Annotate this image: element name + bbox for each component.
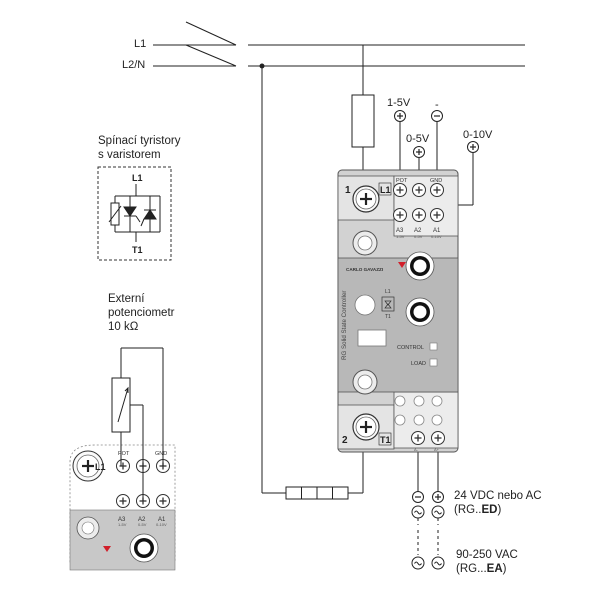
junction-dot [259,63,265,69]
inset-pot-screw-icon[interactable] [115,458,131,474]
supply-minus-screw-icon[interactable] [410,430,426,446]
control-terminal-screw-icon[interactable] [411,182,427,198]
ac-supply-tilde-icon [431,556,445,570]
pot-title-line3: 10 kΩ [108,321,139,333]
load-led [429,358,438,367]
input-0-5v-label: 0-5V [406,133,430,145]
gnd-terminal-label: GND [430,178,442,184]
a3-terminal-screw-icon[interactable] [392,207,408,223]
load-resistor [285,486,349,500]
pot-title-line2: potenciometr [108,307,175,319]
thyristor-chip-icon [381,296,395,312]
a3-sub-label: 1-5V [396,234,405,239]
ac-supply-tilde-icon [411,556,425,570]
control-led [429,342,438,351]
terminal-l1-screw-icon[interactable] [351,184,381,214]
inset-a2-sub-label: 0-5V [138,522,147,527]
ac-supply-code: (RG...EA) [456,563,507,575]
thyristor-title-line2: s varistorem [98,149,161,161]
inset-a3-screw-icon[interactable] [115,493,131,509]
a2-sub-label: 0-5V [414,234,423,239]
terminal-t1-screw-icon[interactable] [351,412,381,442]
ac-tilde-icon [431,505,445,519]
pot-terminal-label: POT [396,178,408,184]
thyristor-title-line1: Spínací tyristory [98,135,181,147]
a-plus-label: A+ [434,447,440,452]
dc-supply-label: 24 VDC nebo AC [454,490,542,502]
thyristor-symbol-icon [108,184,161,242]
chip-t1-label: T1 [385,314,391,320]
inset-a1-sub-label: 0-10V [156,522,167,527]
inset-a1-screw-icon[interactable] [155,493,171,509]
inset-pot-label: POT [118,451,130,457]
pot-title-line1: Externí [108,293,145,305]
potentiometer-inset: L1 POT GND A3 1-5V A2 0-5V A1 0-10V [69,347,176,571]
pot-terminal-screw-icon[interactable] [392,182,408,198]
potentiometer-wiring [111,347,164,501]
brand-label: CARLO GAVAZZI [346,267,383,272]
dc-minus-icon [411,490,425,504]
inset-a3-label: A3 [118,517,126,523]
a2-label: A2 [414,228,422,234]
chip-l1-label: L1 [385,289,391,295]
inset-a1-label: A1 [158,517,166,523]
a1-terminal-screw-icon[interactable] [429,207,445,223]
input-1-5v-plus-icon [393,109,407,123]
thyristor-inset: L1 T1 [97,166,172,261]
control-knob-top-icon[interactable] [405,251,435,281]
terminal-2-number: 2 [342,435,348,446]
mains-wiring [153,21,525,494]
l2n-line-label: L2/N [122,59,146,71]
a2-terminal-screw-icon[interactable] [411,207,427,223]
dc-supply-code: (RG..ED) [454,504,502,516]
control-knob-bottom-icon[interactable] [405,297,435,327]
inset-a2-label: A2 [138,517,146,523]
inset-l1-label: L1 [95,462,106,472]
thyristor-l1-label: L1 [132,173,143,183]
ac-tilde-icon [411,505,425,519]
a1-label: A1 [433,228,441,234]
inset-gnd-label: GND [155,451,167,457]
l1-line-label: L1 [134,38,147,50]
inset-a3-sub-label: 1-5V [118,522,127,527]
product-label: RG Solid State Controller [341,291,348,360]
brand-logo-icon [398,262,406,268]
dc-plus-icon [431,490,445,504]
a-minus-label: A- [414,447,419,452]
gnd-terminal-screw-icon[interactable] [429,182,445,198]
control-led-label: CONTROL [397,345,424,351]
terminal-l1-label: L1 [380,185,391,195]
a3-label: A3 [396,228,404,234]
terminal-1-number: 1 [345,185,351,196]
display-window [357,329,387,347]
input-0-10v-label: 0-10V [463,129,493,141]
input-gnd-minus-icon [430,109,444,123]
terminal-t1-label: T1 [380,435,391,445]
input-0-5v-plus-icon [412,145,426,159]
thyristor-t1-label: T1 [132,245,143,255]
a1-sub-label: 0-10V [431,234,442,239]
input-0-10v-plus-icon [466,140,480,154]
supply-plus-screw-icon[interactable] [430,430,446,446]
input-1-5v-label: 1-5V [387,97,411,109]
fuse [351,94,375,148]
ac-supply-label: 90-250 VAC [456,549,518,561]
load-led-label: LOAD [411,361,426,367]
input-gnd-label: - [435,99,439,111]
